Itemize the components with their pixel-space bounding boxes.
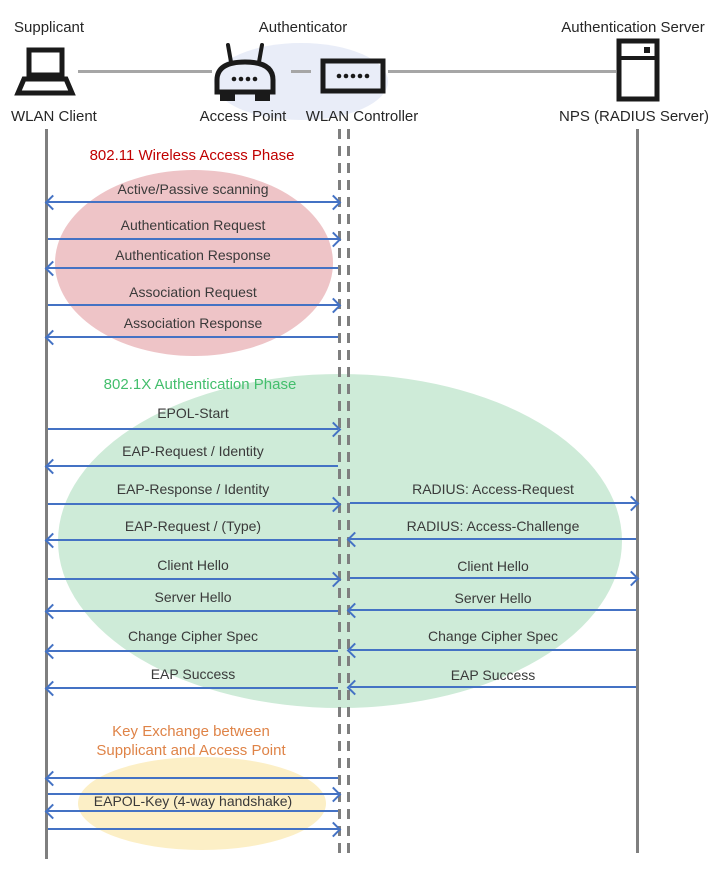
laptop-icon	[14, 47, 76, 96]
connector-controller-to-server	[388, 70, 616, 73]
wlan-controller-lifeline-right	[347, 129, 350, 853]
connector-client-to-ap	[78, 70, 212, 73]
role-label-supplicant: Supplicant	[14, 19, 85, 36]
phase3-title: Key Exchange between Supplicant and Acce…	[96, 722, 285, 760]
wlan-client-lifeline	[45, 129, 48, 859]
role-label-authentication-server: Authentication Server	[561, 19, 705, 36]
device-label-nps: NPS (RADIUS Server)	[558, 108, 710, 125]
phase3-title-line1: Key Exchange between	[112, 723, 270, 740]
phase3-title-line2: Supplicant and Access Point	[96, 742, 286, 759]
server-icon	[616, 38, 660, 102]
access-point-icon	[214, 43, 276, 101]
phase3-ellipse	[78, 757, 326, 850]
phase2-title: 802.1X Authentication Phase	[103, 376, 297, 393]
phase1-title: 802.11 Wireless Access Phase	[89, 147, 295, 164]
device-label-wlan-controller: WLAN Controller	[305, 108, 419, 125]
authenticator-group-ellipse	[214, 43, 388, 120]
nps-lifeline	[636, 129, 639, 853]
role-label-authenticator: Authenticator	[258, 19, 348, 36]
device-label-access-point: Access Point	[199, 108, 287, 125]
connector-ap-to-controller	[291, 70, 311, 73]
wlan-controller-icon	[320, 58, 386, 94]
phase1-ellipse	[55, 170, 333, 356]
device-label-wlan-client: WLAN Client	[11, 108, 97, 125]
wlan-controller-lifeline-left	[338, 129, 341, 853]
